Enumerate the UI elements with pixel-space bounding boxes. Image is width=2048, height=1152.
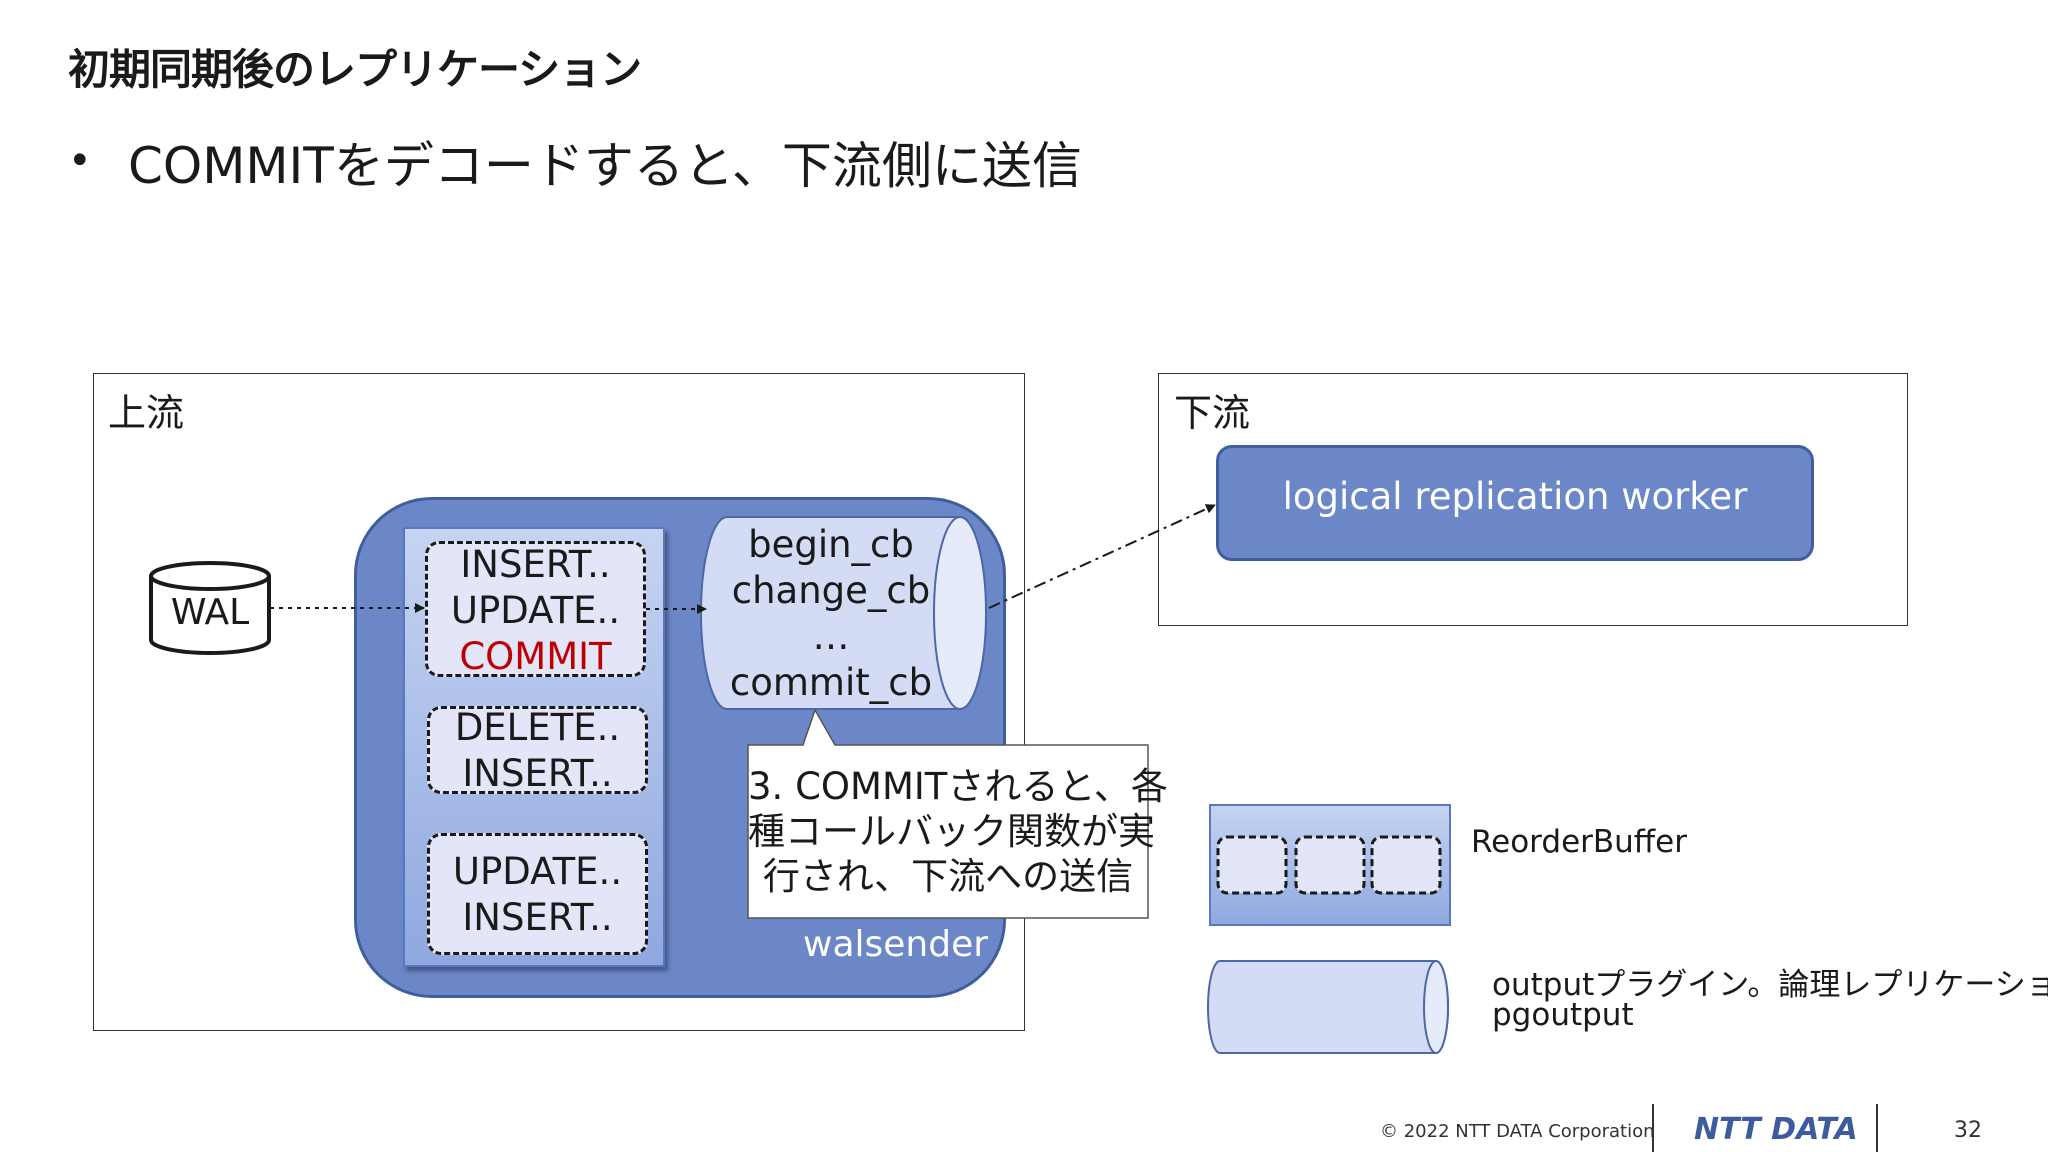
footer-divider-left xyxy=(1652,1104,1654,1152)
slot-1-line-1: INSERT.. xyxy=(460,543,611,586)
callout-line-2: 種コールバック関数が実 xyxy=(748,810,1155,853)
reorder-slot-3 xyxy=(427,833,648,955)
bullet-marker: • xyxy=(68,138,92,184)
callback-begin: begin_cb xyxy=(748,523,914,566)
legend-output-plugin-line-1: outputプラグイン。論理レプリケーションでは xyxy=(1492,967,2048,1003)
legend-reorder-buffer-label: ReorderBuffer xyxy=(1471,824,1687,860)
reorder-slot-1 xyxy=(425,541,646,677)
wal-database-icon xyxy=(149,561,271,655)
callout-line-3: 行され、下流への送信 xyxy=(762,855,1134,898)
logical-replication-worker-label: logical replication worker xyxy=(1282,475,1748,518)
upstream-label: 上流 xyxy=(108,391,185,435)
arrow-plugin-to-worker xyxy=(988,504,1216,609)
bullet-text: COMMITをデコードすると、下流側に送信 xyxy=(128,137,1082,195)
page-number: 32 xyxy=(1954,1118,1982,1143)
slot-2-line-2: INSERT.. xyxy=(462,752,613,795)
slot-3-line-1: UPDATE.. xyxy=(452,850,623,893)
callback-change: change_cb xyxy=(731,569,931,612)
walsender-label: walsender xyxy=(803,924,989,965)
footer-copyright: © 2022 NTT DATA Corporation xyxy=(1380,1121,1655,1142)
footer-divider-right xyxy=(1876,1104,1878,1152)
legend-output-plugin-icon xyxy=(1207,960,1449,1054)
wal-label: WAL xyxy=(170,592,250,633)
callback-ellipsis: … xyxy=(812,615,850,658)
reorder-slot-2 xyxy=(427,706,648,794)
slide-title: 初期同期後のレプリケーション xyxy=(68,45,642,94)
slot-3-line-2: INSERT.. xyxy=(462,896,613,939)
callout-line-1: 3. COMMITされると、各 xyxy=(748,765,1168,808)
callback-commit: commit_cb xyxy=(729,661,933,704)
slot-1-commit: COMMIT xyxy=(459,635,612,678)
legend-output-plugin-line-2: pgoutput xyxy=(1492,997,1634,1033)
slot-1-line-2: UPDATE.. xyxy=(450,589,621,632)
downstream-label: 下流 xyxy=(1174,391,1251,435)
callout-bubble xyxy=(747,708,1149,919)
legend-reorder-buffer-icon xyxy=(1209,804,1451,926)
slot-2-line-1: DELETE.. xyxy=(454,706,621,749)
logical-replication-worker-box xyxy=(1216,445,1814,561)
ntt-data-logo: NTT DATA xyxy=(1694,1112,1858,1147)
output-plugin-cylinder xyxy=(700,516,987,710)
